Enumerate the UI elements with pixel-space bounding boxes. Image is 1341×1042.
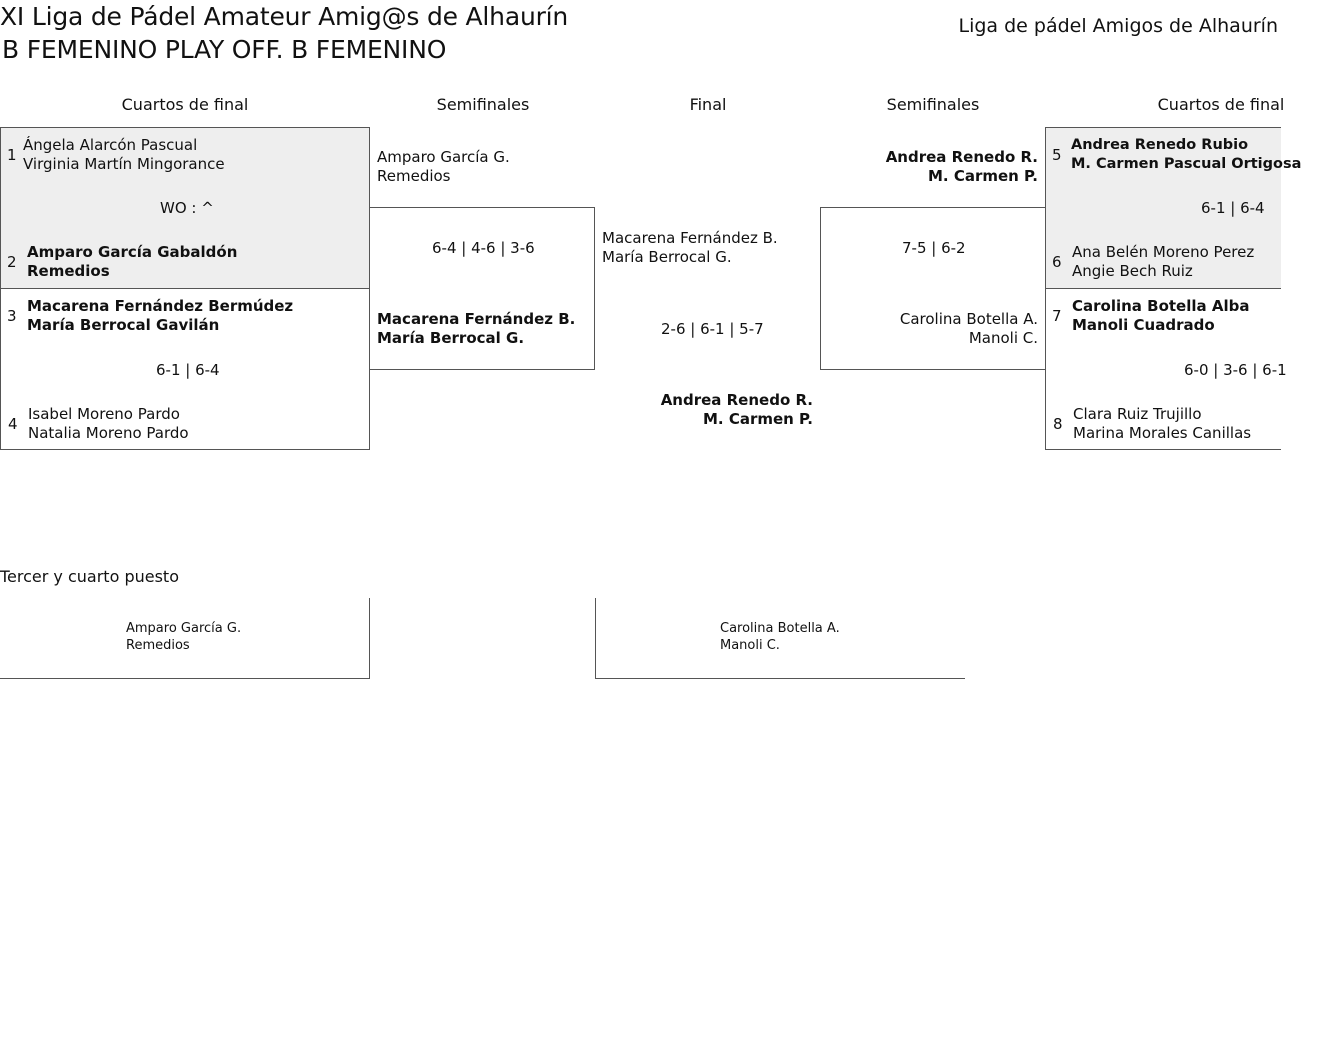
- team-player: Ana Belén Moreno Perez: [1072, 243, 1255, 261]
- team-player-winner: Andrea Renedo Rubio: [1071, 137, 1249, 153]
- team-player: Marina Morales Canillas: [1073, 424, 1252, 442]
- match-score: 6-4 | 4-6 | 3-6: [432, 239, 535, 257]
- team-player-winner: Remedios: [27, 262, 110, 280]
- team-player-champion: Andrea Renedo R.: [660, 391, 813, 409]
- quarterfinal-match-3[interactable]: 5 Andrea Renedo Rubio M. Carmen Pascual …: [1045, 127, 1301, 289]
- third-place-slot-a[interactable]: Amparo García G. Remedios: [0, 598, 370, 679]
- match-score: 6-0 | 3-6 | 6-1: [1184, 361, 1287, 379]
- third-place-slot-b[interactable]: Carolina Botella A. Manoli C.: [595, 598, 965, 679]
- match-score: 6-1 | 6-4: [1201, 199, 1265, 217]
- page-subtitle: B FEMENINO PLAY OFF. B FEMENINO: [2, 35, 447, 64]
- team-player: Amparo García G.: [126, 621, 242, 636]
- page-title: XI Liga de Pádel Amateur Amig@s de Alhau…: [0, 2, 569, 31]
- team-player: Amparo García G.: [377, 148, 510, 166]
- team-player: Ángela Alarcón Pascual: [23, 136, 198, 154]
- seed-number: 7: [1052, 307, 1062, 325]
- team-player: Remedios: [126, 638, 190, 653]
- quarterfinal-match-2[interactable]: 3 Macarena Fernández Bermúdez María Berr…: [0, 288, 370, 450]
- team-player: Angie Bech Ruiz: [1072, 262, 1193, 280]
- team-player: María Berrocal G.: [602, 248, 732, 266]
- match-score: 6-1 | 6-4: [156, 361, 220, 379]
- team-player: Remedios: [377, 167, 451, 185]
- team-player-winner: María Berrocal G.: [377, 329, 525, 347]
- round-header-left-semis: Semifinales: [436, 95, 530, 114]
- round-header-right-semis: Semifinales: [886, 95, 980, 114]
- team-player: Carolina Botella A.: [720, 621, 840, 636]
- team-player: Isabel Moreno Pardo: [28, 405, 180, 423]
- round-header-final: Final: [689, 95, 727, 114]
- organization-name: Liga de pádel Amigos de Alhaurín: [958, 15, 1278, 37]
- final-score: 2-6 | 6-1 | 5-7: [661, 320, 764, 338]
- quarterfinal-match-4[interactable]: 7 Carolina Botella Alba Manoli Cuadrado …: [1045, 288, 1287, 450]
- team-player-winner: Manoli Cuadrado: [1072, 316, 1215, 334]
- team-player: Manoli C.: [720, 638, 780, 653]
- team-player-winner: Andrea Renedo R.: [885, 148, 1038, 166]
- seed-number: 8: [1053, 415, 1063, 433]
- seed-number: 5: [1052, 146, 1062, 164]
- round-header-right-quarters: Cuartos de final: [1157, 95, 1285, 114]
- match-score: 7-5 | 6-2: [902, 239, 966, 257]
- team-player: Macarena Fernández B.: [602, 229, 778, 247]
- team-player-winner: María Berrocal Gavilán: [27, 316, 220, 334]
- team-player: Manoli C.: [968, 329, 1038, 347]
- seed-number: 2: [7, 253, 17, 271]
- round-header-left-quarters: Cuartos de final: [121, 95, 249, 114]
- team-player-winner: Carolina Botella Alba: [1072, 297, 1250, 315]
- team-player-winner: Amparo García Gabaldón: [27, 243, 238, 261]
- team-player-champion: M. Carmen P.: [702, 410, 813, 428]
- team-player-winner: M. Carmen Pascual Ortigosa: [1071, 156, 1302, 172]
- third-place-heading: Tercer y cuarto puesto: [0, 567, 179, 586]
- seed-number: 6: [1052, 253, 1062, 271]
- team-player: Virginia Martín Mingorance: [23, 155, 225, 173]
- team-player: Carolina Botella A.: [899, 310, 1038, 328]
- seed-number: 4: [8, 415, 18, 433]
- semifinal-connector-left: [369, 207, 595, 370]
- seed-number: 1: [7, 146, 17, 164]
- quarterfinal-match-1[interactable]: 1 Ángela Alarcón Pascual Virginia Martín…: [0, 127, 370, 289]
- team-player-winner: Macarena Fernández Bermúdez: [27, 297, 294, 315]
- team-player: Natalia Moreno Pardo: [28, 424, 189, 442]
- semifinal-connector-right: [820, 207, 1046, 370]
- team-player: Clara Ruiz Trujillo: [1073, 405, 1202, 423]
- match-score: WO : ^: [160, 199, 214, 217]
- team-player-winner: Macarena Fernández B.: [377, 310, 576, 328]
- team-player-winner: M. Carmen P.: [927, 167, 1038, 185]
- seed-number: 3: [7, 307, 17, 325]
